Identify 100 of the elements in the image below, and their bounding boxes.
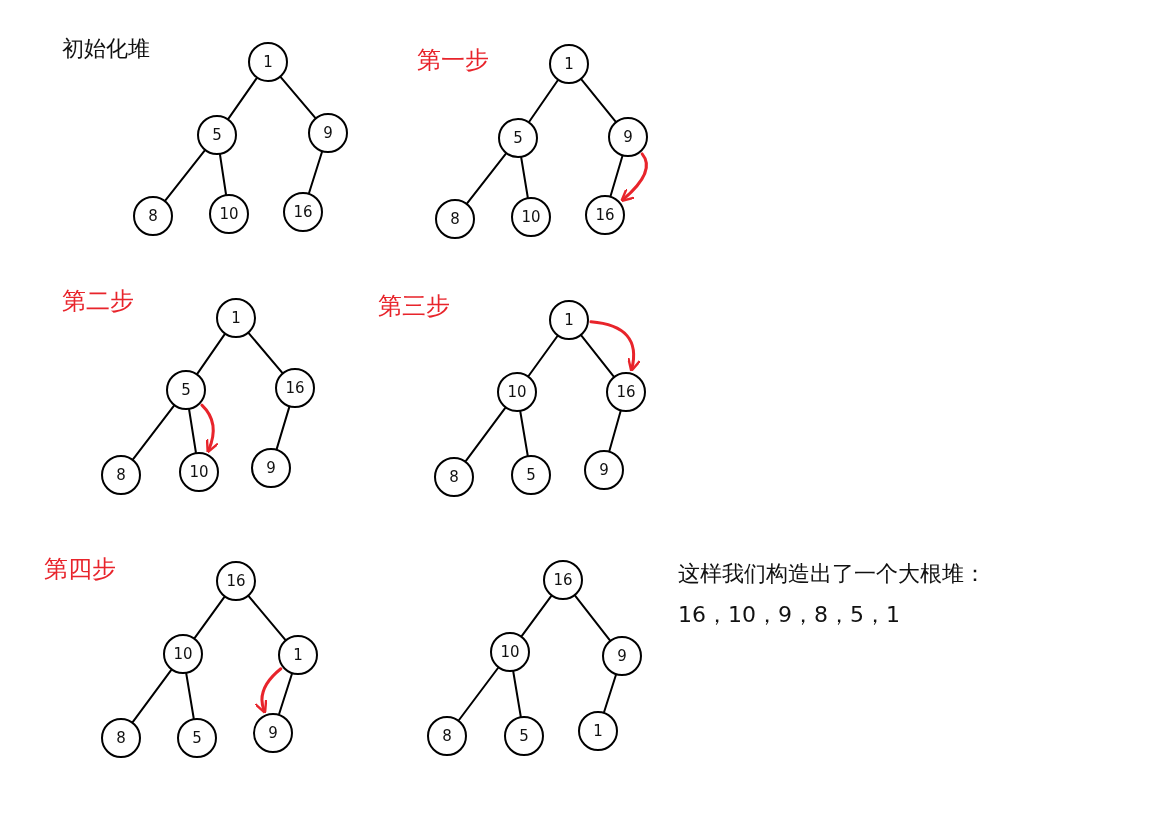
node-value: 1 (593, 723, 603, 739)
node-value: 9 (266, 460, 276, 476)
heap-node-circle (177, 718, 217, 758)
node-value: 5 (513, 130, 523, 146)
node-value: 10 (521, 209, 541, 225)
heap-node-circle (133, 196, 173, 236)
tree-edge (519, 410, 529, 457)
heap-node-circle (435, 199, 475, 239)
node-value: 1 (263, 54, 273, 70)
node-value: 9 (599, 462, 609, 478)
swap-arrow (200, 403, 219, 454)
tree-edge (308, 151, 323, 194)
node-value: 1 (231, 310, 241, 326)
node-value: 8 (116, 730, 126, 746)
node-value: 10 (189, 464, 209, 480)
tree-edge (580, 78, 617, 123)
node-value: 8 (449, 469, 459, 485)
heap-node-circle (278, 635, 318, 675)
tree-edge (247, 595, 287, 641)
node-value: 10 (507, 384, 527, 400)
caption-text: 这样我们构造出了一个大根堆： (678, 561, 986, 588)
heap-node-circle (163, 634, 203, 674)
heap-node-circle (166, 370, 206, 410)
heap-node-circle (253, 713, 293, 753)
node-value: 8 (450, 211, 460, 227)
tree-edge (275, 406, 291, 450)
node-value: 16 (553, 572, 573, 588)
heap-node-circle (434, 457, 474, 497)
tree-edge (219, 153, 227, 196)
node-value: 9 (268, 725, 278, 741)
node-value: 1 (564, 312, 574, 328)
node-value: 9 (323, 125, 333, 141)
node-value: 10 (500, 644, 520, 660)
tree-edge (608, 410, 622, 452)
heap-node-circle (179, 452, 219, 492)
node-value: 16 (616, 384, 636, 400)
node-value: 5 (212, 127, 222, 143)
heap-node-circle (427, 716, 467, 756)
tree-edge (131, 669, 173, 723)
tree-edge (193, 596, 226, 639)
tree-edge (227, 77, 258, 120)
heap-node-circle (602, 636, 642, 676)
node-value: 9 (617, 648, 627, 664)
node-value: 5 (181, 382, 191, 398)
swap-arrow (589, 320, 641, 373)
heap-node-circle (606, 372, 646, 412)
heap-node-circle (197, 115, 237, 155)
tree-edge (458, 667, 499, 721)
node-value: 16 (293, 204, 313, 220)
heap-node-circle (216, 298, 256, 338)
tree-edge (528, 79, 559, 123)
node-value: 5 (519, 728, 529, 744)
node-value: 10 (219, 206, 239, 222)
tree-edge (520, 156, 529, 199)
tree-edge (188, 408, 197, 454)
node-value: 16 (595, 207, 615, 223)
heap-node-circle (308, 113, 348, 153)
caption-text: 第二步 (62, 287, 134, 316)
tree-edge (520, 595, 553, 637)
swap-arrow (254, 667, 283, 715)
tree-edge (164, 149, 206, 202)
tree-edge (132, 404, 175, 461)
heap-node-circle (101, 455, 141, 495)
heap-node-circle (216, 561, 256, 601)
heap-node-circle (248, 42, 288, 82)
tree-edge (185, 672, 195, 720)
heap-node-circle (283, 192, 323, 232)
heap-node-circle (585, 195, 625, 235)
heap-node-circle (511, 455, 551, 495)
tree-edge (196, 333, 226, 375)
heap-node-circle (251, 448, 291, 488)
tree-edge (279, 76, 317, 119)
tree-edge (512, 670, 522, 718)
heap-node-circle (101, 718, 141, 758)
caption-text: 第一步 (417, 46, 489, 75)
node-value: 5 (526, 467, 536, 483)
tree-edge (580, 334, 615, 378)
node-value: 1 (564, 56, 574, 72)
tree-edge (466, 152, 507, 205)
heap-node-circle (608, 117, 648, 157)
node-value: 8 (148, 208, 158, 224)
heap-node-circle (209, 194, 249, 234)
heap-node-circle (549, 300, 589, 340)
node-value: 8 (442, 728, 452, 744)
node-value: 5 (192, 730, 202, 746)
caption-text: 16，10，9，8，5，1 (678, 602, 900, 629)
heap-node-circle (543, 560, 583, 600)
heap-node-circle (497, 372, 537, 412)
swap-arrow (620, 152, 648, 203)
heap-node-circle (275, 368, 315, 408)
tree-edge (278, 673, 293, 715)
heap-node-circle (504, 716, 544, 756)
heap-node-circle (578, 711, 618, 751)
node-value: 1 (293, 647, 303, 663)
tree-edge (603, 674, 617, 713)
tree-edge (247, 332, 284, 374)
caption-text: 第四步 (44, 555, 116, 584)
tree-edge (527, 335, 559, 377)
node-value: 9 (623, 129, 633, 145)
heap-node-circle (584, 450, 624, 490)
